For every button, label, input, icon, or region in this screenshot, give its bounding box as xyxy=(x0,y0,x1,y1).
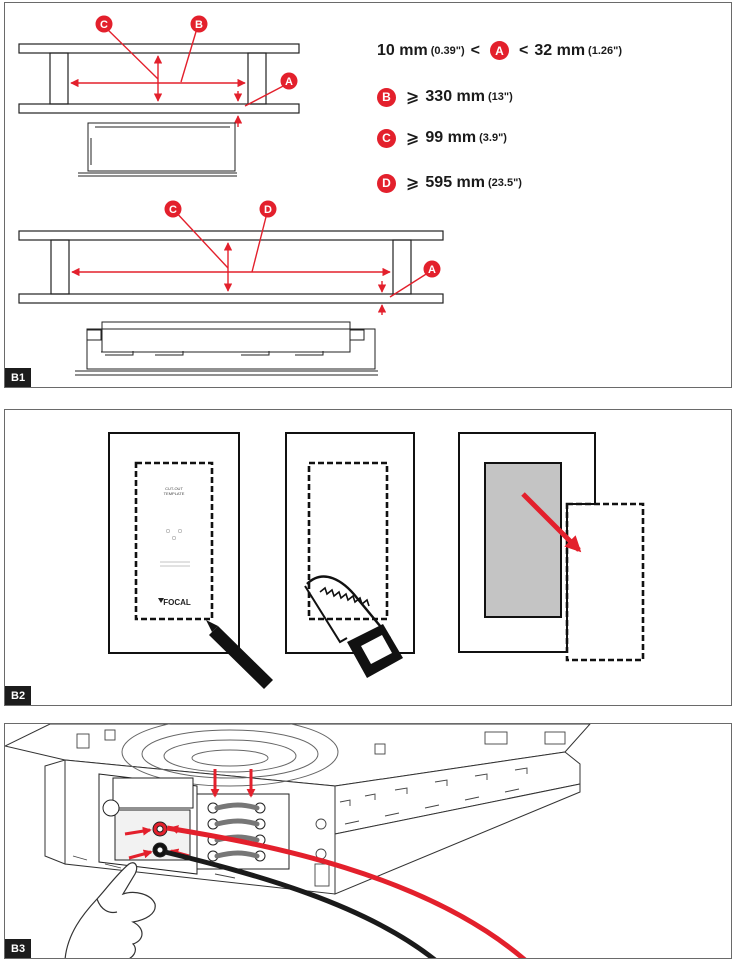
spec-a-max: 32 mm xyxy=(534,41,586,59)
pencil-icon xyxy=(206,620,273,689)
saw-icon xyxy=(304,575,403,678)
spec-a: 10 mm (0.39") < A < 32 mm (1.26") xyxy=(377,41,622,60)
section-label-b3: B3 xyxy=(5,939,32,958)
template-label-line2: TEMPLATE xyxy=(164,491,185,496)
spec-c-marker: C xyxy=(377,128,396,148)
spec-d-marker: D xyxy=(377,173,396,193)
marker-d-bottom: D xyxy=(259,200,277,218)
section-label-b2: B2 xyxy=(5,686,32,705)
panel-b1: C B A C D A 10 mm (0.39") < A < 32 mm (1… xyxy=(4,2,732,388)
b1-top-structure xyxy=(18,43,300,114)
b1-bottom-dimensions xyxy=(71,208,432,315)
spec-c-value: 99 mm xyxy=(425,129,477,146)
panel-b3: B3 xyxy=(4,723,732,959)
spec-b-inch: (13") xyxy=(488,91,513,103)
svg-text:A: A xyxy=(285,76,293,88)
marker-a-top: A xyxy=(280,72,298,90)
svg-text:C: C xyxy=(100,19,108,31)
panel-b2: CUT-OUT TEMPLATE FOCAL xyxy=(4,409,732,706)
spec-b-op: ⩾ xyxy=(406,89,420,106)
b1-top-speaker xyxy=(78,122,237,177)
spec-b: B ⩾ 330 mm (13") xyxy=(377,87,513,107)
hand-icon xyxy=(64,862,156,958)
housing-details xyxy=(72,729,566,887)
section-label-b1: B1 xyxy=(5,368,32,387)
b1-top-dimensions xyxy=(70,24,290,127)
b2-step1-wall: CUT-OUT TEMPLATE FOCAL xyxy=(108,432,240,654)
b1-diagram: C B A C D A xyxy=(18,15,444,376)
spec-d-op: ⩾ xyxy=(406,175,420,192)
spec-a-min: 10 mm xyxy=(377,41,428,59)
b1-bottom-speaker xyxy=(75,321,378,376)
svg-text:A: A xyxy=(428,264,436,276)
b2-step2-wall xyxy=(285,432,415,654)
spec-c-op: ⩾ xyxy=(406,130,420,147)
spec-d: D ⩾ 595 mm (23.5") xyxy=(377,173,522,193)
spec-b-value: 330 mm xyxy=(425,88,485,105)
spec-a-less-than-2: < xyxy=(519,41,529,59)
spec-a-max-inch: (1.26") xyxy=(588,44,622,57)
b3-diagram xyxy=(5,724,591,958)
spec-c: C ⩾ 99 mm (3.9") xyxy=(377,128,507,148)
focal-logo-mark xyxy=(158,598,164,603)
woofer-cone xyxy=(121,724,339,787)
spec-a-less-than: < xyxy=(470,41,480,59)
red-speaker-cable xyxy=(166,825,527,958)
b1-bottom-structure xyxy=(18,230,444,304)
spec-a-min-inch: (0.39") xyxy=(430,44,465,57)
spec-d-value: 595 mm xyxy=(425,174,485,191)
b2-step3-wall xyxy=(458,432,645,662)
spec-c-inch: (3.9") xyxy=(479,132,507,144)
spec-d-inch: (23.5") xyxy=(488,177,522,189)
focal-logo: FOCAL xyxy=(163,598,191,607)
marker-c-bottom: C xyxy=(164,200,182,218)
svg-text:C: C xyxy=(169,204,177,216)
marker-b-top: B xyxy=(190,15,208,33)
spec-b-marker: B xyxy=(377,87,396,107)
b2-diagram: CUT-OUT TEMPLATE FOCAL xyxy=(108,432,645,689)
svg-text:D: D xyxy=(264,204,272,216)
template-label-line1: CUT-OUT xyxy=(165,486,183,491)
marker-a-bottom: A xyxy=(423,260,441,278)
svg-text:B: B xyxy=(195,19,203,31)
marker-c-top: C xyxy=(95,15,113,33)
black-speaker-cable xyxy=(164,849,437,958)
speaker-housing xyxy=(5,724,591,895)
spec-a-marker: A xyxy=(490,41,509,60)
